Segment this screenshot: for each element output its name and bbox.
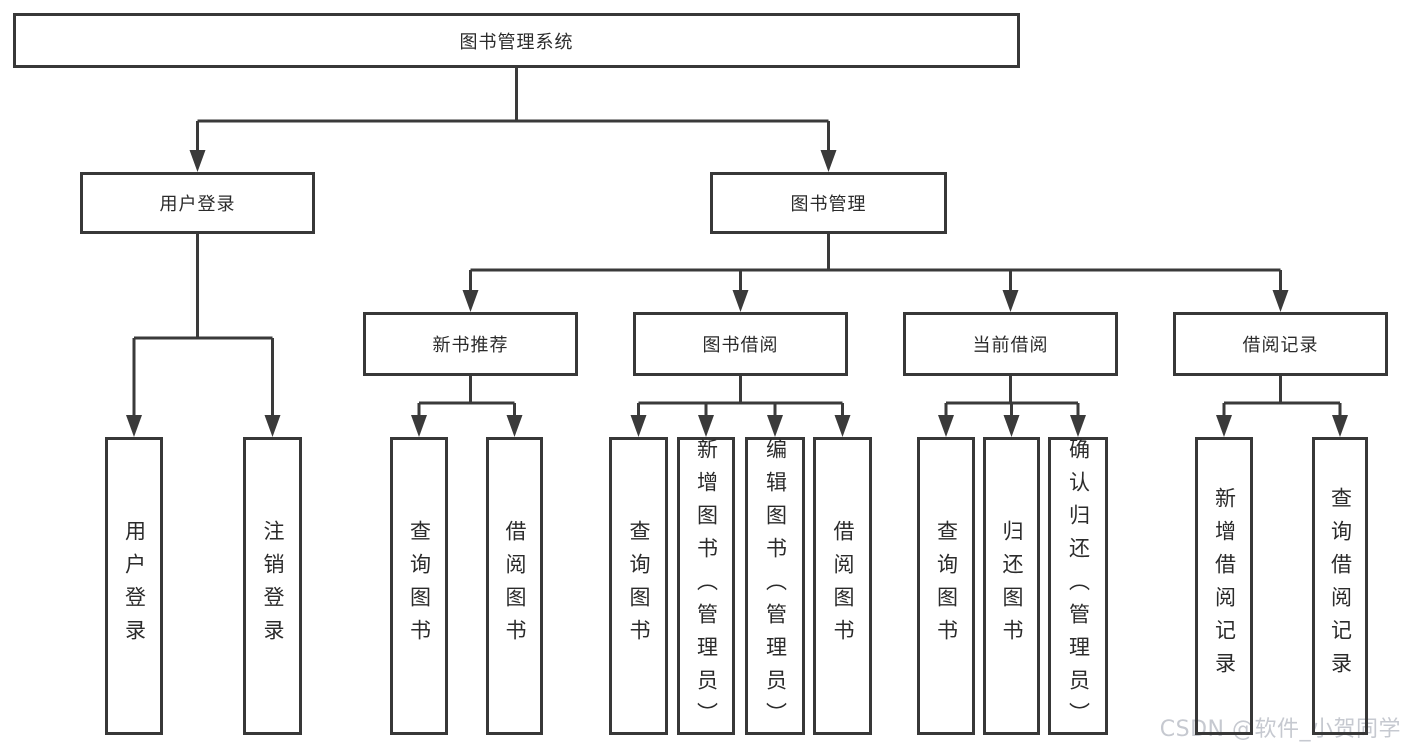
leaf-bb-query-books: 查询图书 (609, 437, 668, 735)
arrowhead-leaf-logout (264, 415, 281, 437)
arrowhead-user-login (189, 150, 206, 172)
arrowhead-borrow-records (1272, 290, 1289, 312)
leaf-cb-return-books: 归还图书 (983, 437, 1040, 735)
arrowhead-book-borrow (732, 290, 749, 312)
node-label: 查询图书 (627, 520, 651, 652)
leaf-cb-query-books: 查询图书 (917, 437, 975, 735)
arrowhead-bb-add (698, 415, 714, 437)
arrowhead-leaf-login (126, 415, 142, 437)
arrowhead-new-book (462, 290, 479, 312)
arrowhead-cb-return (1003, 415, 1020, 437)
leaf-bb-edit-books-admin: 编辑图书（管理员） (745, 437, 805, 735)
node-label: 借阅图书 (503, 520, 527, 652)
arrowhead-nb-borrow (506, 415, 523, 437)
node-label: 用户登录 (159, 194, 236, 215)
node-label: 图书管理系统 (459, 31, 574, 53)
leaf-nb-query-books: 查询图书 (390, 437, 448, 735)
node-label: 借阅图书 (831, 520, 855, 652)
node-label: 用户登录 (122, 520, 147, 652)
node-label: 注销登录 (261, 520, 285, 652)
arrowhead-cb-query (938, 415, 954, 437)
node-label: 新增图书（管理员） (694, 437, 719, 735)
node-label: 编辑图书（管理员） (763, 437, 788, 735)
leaf-cb-confirm-return-admin: 确认归还（管理员） (1048, 437, 1108, 735)
node-user-login: 用户登录 (80, 172, 315, 234)
arrowhead-bb-query (630, 415, 647, 437)
leaf-nb-borrow-books: 借阅图书 (486, 437, 543, 735)
leaf-logout: 注销登录 (243, 437, 302, 735)
arrowhead-bb-borrow (834, 415, 851, 437)
arrowhead-br-query (1332, 415, 1348, 437)
node-label: 新增借阅记录 (1212, 487, 1237, 685)
leaf-br-query-record: 查询借阅记录 (1312, 437, 1368, 735)
node-book-management: 图书管理 (710, 172, 947, 234)
node-label: 归还图书 (1000, 520, 1024, 652)
node-book-borrowing: 图书借阅 (633, 312, 848, 376)
node-label: 当前借阅 (972, 335, 1049, 356)
arrowhead-current-borrow (1002, 290, 1019, 312)
node-borrowing-records: 借阅记录 (1173, 312, 1388, 376)
leaf-bb-borrow-books: 借阅图书 (813, 437, 872, 735)
leaf-bb-add-books-admin: 新增图书（管理员） (677, 437, 735, 735)
node-label: 新书推荐 (432, 335, 509, 356)
node-label: 图书管理 (790, 194, 867, 215)
node-library-management-system: 图书管理系统 (13, 13, 1020, 68)
arrowhead-cb-confirm (1070, 415, 1086, 437)
watermark: CSDN @软件_小贺同学 (1159, 717, 1401, 742)
leaf-user-login: 用户登录 (105, 437, 163, 735)
arrowhead-nb-query (411, 415, 427, 437)
node-label: 图书借阅 (702, 335, 779, 356)
node-label: 确认归还（管理员） (1066, 437, 1091, 735)
node-label: 查询图书 (407, 520, 432, 652)
arrowhead-br-add (1216, 415, 1232, 437)
node-new-book-recommendation: 新书推荐 (363, 312, 578, 376)
arrowhead-book-management (820, 150, 837, 172)
node-label: 借阅记录 (1242, 335, 1319, 356)
arrowhead-bb-edit (767, 415, 783, 437)
node-current-borrowing: 当前借阅 (903, 312, 1118, 376)
node-label: 查询借阅记录 (1328, 487, 1353, 685)
leaf-br-add-record: 新增借阅记录 (1195, 437, 1253, 735)
node-label: 查询图书 (934, 520, 959, 652)
